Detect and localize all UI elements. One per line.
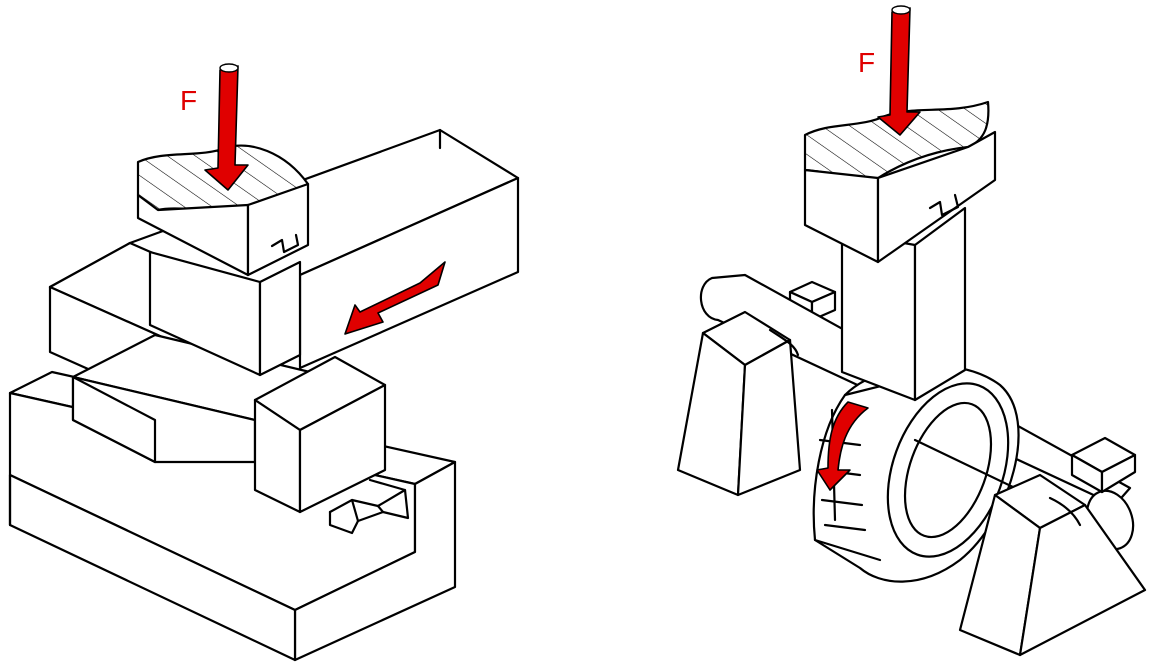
right-rotation-arrow — [816, 401, 869, 491]
right-left-support — [676, 310, 802, 497]
right-force-label: F — [858, 47, 875, 78]
right-force-arrow: F — [858, 5, 921, 136]
right-figure: F — [676, 5, 1147, 657]
left-figure: F — [8, 63, 520, 662]
left-force-label: F — [180, 85, 197, 116]
right-right-support — [958, 436, 1147, 657]
left-force-arrow: F — [180, 63, 249, 191]
right-punch-shank — [840, 206, 967, 402]
left-down-arrow — [204, 65, 249, 191]
left-punch-shank — [148, 250, 302, 377]
left-motion-arrow — [344, 261, 446, 335]
right-punch-head — [803, 100, 997, 264]
left-right-cube — [253, 355, 387, 514]
right-down-arrow — [877, 7, 921, 136]
right-cam-wheel — [812, 364, 1042, 583]
